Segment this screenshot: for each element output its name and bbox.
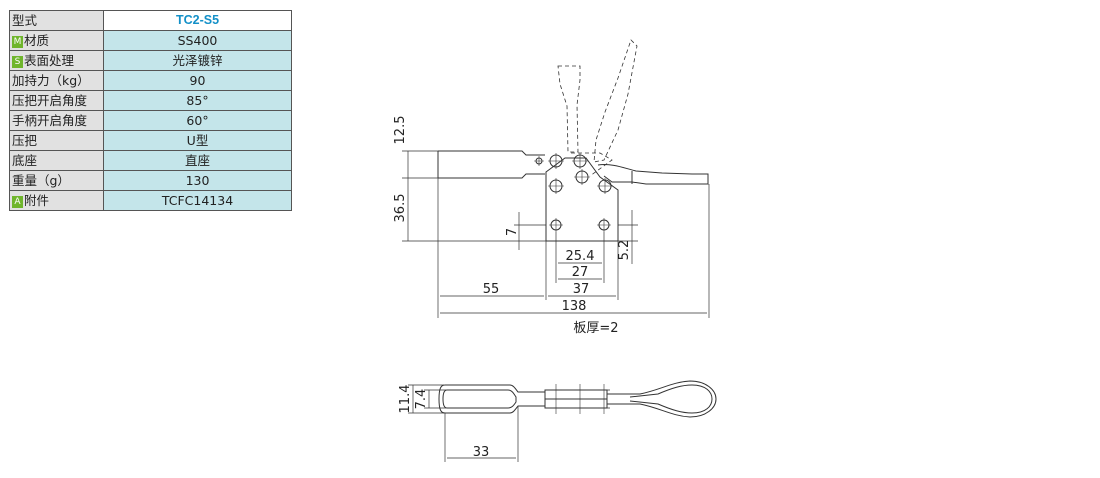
dim-5-2: 5.2 [617,240,632,261]
spec-label: 压把 [9,130,104,151]
spec-label: 型式 [9,10,104,31]
base-plate [545,157,619,242]
clamp-arm [437,150,545,179]
spec-value: 光泽镀锌 [103,50,292,71]
plate-thickness-note: 板厚=2 [573,321,618,336]
dim-55: 55 [483,282,500,297]
dim-27: 27 [572,265,589,280]
spec-row-base: 底座 直座 [9,150,292,171]
spec-value: TC2-S5 [103,10,292,31]
spec-value: 90 [103,70,292,91]
spec-value: TCFC14134 [103,190,292,211]
spec-value: 60° [103,110,292,131]
spec-value: 85° [103,90,292,111]
spec-label: 压把开启角度 [9,90,104,111]
dimension-lines [402,150,710,318]
spec-value: 130 [103,170,292,191]
spec-value: 直座 [103,150,292,171]
spec-row-bar-angle: 压把开启角度 85° [9,90,292,111]
spec-row-weight: 重量（g） 130 [9,170,292,191]
dim-7: 7 [505,228,520,236]
dim-11-4: 11.4 [398,385,413,414]
dim-33: 33 [473,445,490,460]
dim-37: 37 [573,282,590,297]
top-view [438,380,717,418]
surface-badge-icon: S [12,56,23,68]
top-view-dimensions [408,384,519,462]
dim-138: 138 [562,299,587,314]
spec-row-handle-angle: 手柄开启角度 60° [9,110,292,131]
spec-label: 加持力（kg） [9,70,104,91]
dim-25-4: 25.4 [566,249,595,264]
spec-label: 重量（g） [9,170,104,191]
dim-7-4: 7.4 [414,389,429,410]
spec-value: U型 [103,130,292,151]
spec-label: 底座 [9,150,104,171]
clamp-handle [597,164,709,185]
dim-36-5: 36.5 [393,194,408,223]
open-position-phantom [557,39,638,177]
spec-value: SS400 [103,30,292,51]
spec-row-force: 加持力（kg） 90 [9,70,292,91]
spec-label: 手柄开启角度 [9,110,104,131]
pivot-pins [535,154,612,231]
material-badge-icon: M [12,36,23,48]
spec-row-model: 型式 TC2-S5 [9,10,292,31]
pin-centerlines [534,153,613,232]
spec-row-bar: 压把 U型 [9,130,292,151]
dim-12-5: 12.5 [393,116,408,145]
accessory-badge-icon: A [12,196,23,208]
